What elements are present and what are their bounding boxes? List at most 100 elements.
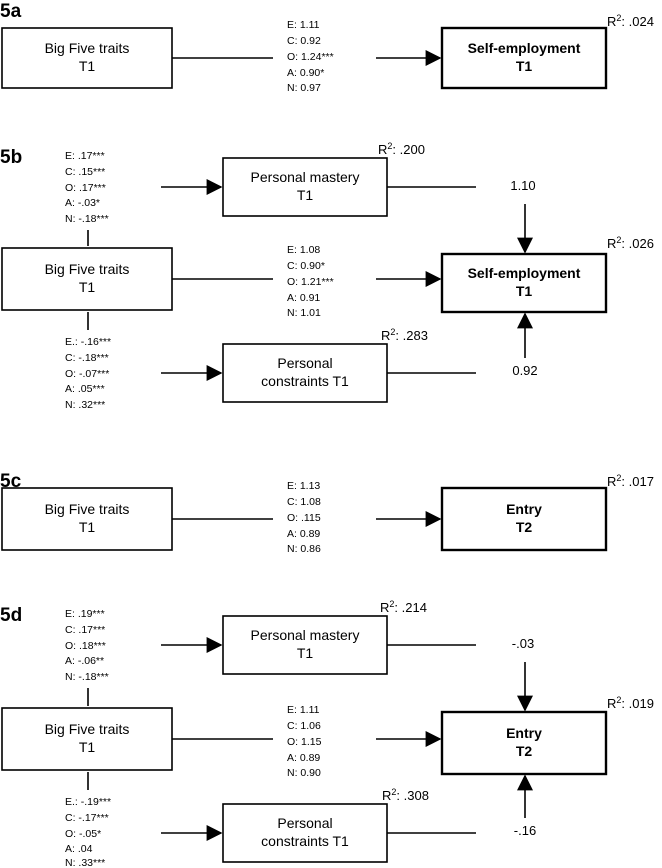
self-employment-time-5a: T1	[516, 58, 533, 74]
r2-entry-5c: R2: .017	[607, 473, 654, 489]
personal-mastery-box-5d	[222, 615, 388, 675]
personal-constraints-label-5b: Personal	[277, 355, 332, 371]
big-five-label-5d: Big Five traits	[45, 721, 130, 737]
constraints-coefficients-5b: E.: -.16*** C: -.18*** O: -.07*** A: .05…	[65, 336, 111, 411]
mastery-effect-5b: 1.10	[510, 178, 535, 193]
r2-self-employment-5a: R2: .024	[607, 13, 654, 29]
coef-e: E: .19***	[65, 608, 105, 620]
coef-n: N: 0.90	[287, 767, 321, 779]
coef-a: A: .04	[65, 843, 93, 855]
coef-c: C: 1.06	[287, 720, 321, 732]
panel-5d: 5d E: .19*** C: .17*** O: .18*** A: -.06…	[0, 599, 654, 868]
entry-label-5d: Entry	[506, 725, 542, 741]
coef-n: N: -.18***	[65, 671, 109, 683]
personal-constraints-time-5b: constraints T1	[261, 373, 349, 389]
big-five-label-5a: Big Five traits	[45, 40, 130, 56]
big-five-time-5c: T1	[79, 519, 96, 535]
big-five-box-5a	[1, 27, 173, 89]
mastery-coefficients-5b: E: .17*** C: .15*** O: .17*** A: -.03* N…	[65, 150, 109, 225]
self-employment-box-5a	[440, 26, 608, 90]
coef-a: A: 0.91	[287, 292, 320, 304]
panel-label-5a: 5a	[0, 1, 22, 22]
coef-e: E.: -.16***	[65, 336, 111, 348]
personal-mastery-time-5d: T1	[297, 645, 314, 661]
big-five-time-5b: T1	[79, 279, 96, 295]
constraints-effect-5b: 0.92	[512, 363, 537, 378]
panel-label-5b: 5b	[0, 147, 22, 168]
entry-time-5d: T2	[516, 743, 533, 759]
direct-coefficients-5d: E: 1.11 C: 1.06 O: 1.15 A: 0.89 N: 0.90	[287, 704, 322, 779]
coef-c: C: 1.08	[287, 496, 321, 508]
coef-n: N: 1.01	[287, 307, 321, 319]
coef-a: A: .05***	[65, 383, 105, 395]
coef-c: C: -.17***	[65, 812, 109, 824]
self-employment-box-5b	[440, 252, 608, 314]
mastery-effect-5d: -.03	[512, 636, 534, 651]
coef-e: E: .17***	[65, 150, 105, 162]
coef-c: C: 0.90*	[287, 260, 325, 272]
coef-e: E: 1.08	[287, 244, 320, 256]
r2-self-employment-5b: R2: .026	[607, 235, 654, 251]
self-employment-time-5b: T1	[516, 283, 533, 299]
big-five-box-5c	[1, 487, 173, 551]
big-five-box-5d	[1, 707, 173, 771]
coef-e: E: 1.11	[287, 704, 320, 716]
panel-label-5d: 5d	[0, 605, 22, 626]
panel-5a: 5a Big Five traits T1 E: 1.11 C: 0.92 O:…	[0, 1, 654, 94]
personal-mastery-label-5b: Personal mastery	[251, 169, 360, 185]
entry-label-5c: Entry	[506, 501, 542, 517]
r2-mastery-5d: R2: .214	[380, 599, 427, 615]
constraints-coefficients-5d: E.: -.19*** C: -.17*** O: -.05* A: .04 N…	[65, 796, 111, 868]
self-employment-label-5a: Self-employment	[468, 40, 581, 56]
personal-mastery-label-5d: Personal mastery	[251, 627, 360, 643]
coef-o: O: .115	[287, 512, 321, 524]
coef-n: N: .32***	[65, 399, 105, 411]
coef-e: E: 1.13	[287, 480, 320, 492]
personal-constraints-box-5d	[222, 803, 388, 863]
coef-e: E.: -.19***	[65, 796, 111, 808]
direct-coefficients-5c: E: 1.13 C: 1.08 O: .115 A: 0.89 N: 0.86	[287, 480, 321, 555]
panel-5b: 5b E: .17*** C: .15*** O: .17*** A: -.03…	[0, 141, 654, 411]
entry-box-5d	[440, 710, 608, 776]
coef-a: A: 0.90*	[287, 67, 324, 79]
mastery-coefficients-5d: E: .19*** C: .17*** O: .18*** A: -.06** …	[65, 608, 109, 683]
panel-label-5c: 5c	[0, 471, 22, 492]
direct-coefficients-5b: E: 1.08 C: 0.90* O: 1.21*** A: 0.91 N: 1…	[287, 244, 334, 319]
coef-c: C: .15***	[65, 166, 105, 178]
r2-mastery-5b: R2: .200	[378, 141, 425, 157]
coef-o: O: 1.24***	[287, 51, 334, 63]
coef-o: O: .17***	[65, 182, 106, 194]
personal-constraints-time-5d: constraints T1	[261, 833, 349, 849]
coef-n: N: .33***	[65, 857, 105, 868]
coef-a: A: 0.89	[287, 528, 320, 540]
big-five-box-5b	[1, 247, 173, 311]
r2-entry-5d: R2: .019	[607, 695, 654, 711]
personal-constraints-box-5b	[222, 343, 388, 403]
coef-n: N: 0.97	[287, 82, 321, 94]
entry-time-5c: T2	[516, 519, 533, 535]
coef-n: N: -.18***	[65, 213, 109, 225]
coef-c: C: .17***	[65, 624, 105, 636]
coef-e: E: 1.11	[287, 19, 320, 31]
big-five-label-5c: Big Five traits	[45, 501, 130, 517]
big-five-label-5b: Big Five traits	[45, 261, 130, 277]
personal-mastery-time-5b: T1	[297, 187, 314, 203]
coef-o: O: .18***	[65, 640, 106, 652]
self-employment-label-5b: Self-employment	[468, 265, 581, 281]
entry-box-5c	[440, 486, 608, 552]
coef-a: A: -.06**	[65, 655, 104, 667]
big-five-time-5d: T1	[79, 739, 96, 755]
personal-constraints-label-5d: Personal	[277, 815, 332, 831]
coef-o: O: 1.15	[287, 736, 322, 748]
r2-constraints-5b: R2: .283	[381, 327, 428, 343]
direct-coefficients-5a: E: 1.11 C: 0.92 O: 1.24*** A: 0.90* N: 0…	[287, 19, 334, 94]
r2-constraints-5d: R2: .308	[382, 787, 429, 803]
coef-n: N: 0.86	[287, 543, 321, 555]
personal-mastery-box-5b	[222, 157, 388, 217]
panel-5c: 5c Big Five traits T1 E: 1.13 C: 1.08 O:…	[0, 471, 654, 555]
coef-a: A: 0.89	[287, 752, 320, 764]
coef-c: C: -.18***	[65, 352, 109, 364]
coef-o: O: -.07***	[65, 368, 109, 380]
coef-o: O: 1.21***	[287, 276, 334, 288]
